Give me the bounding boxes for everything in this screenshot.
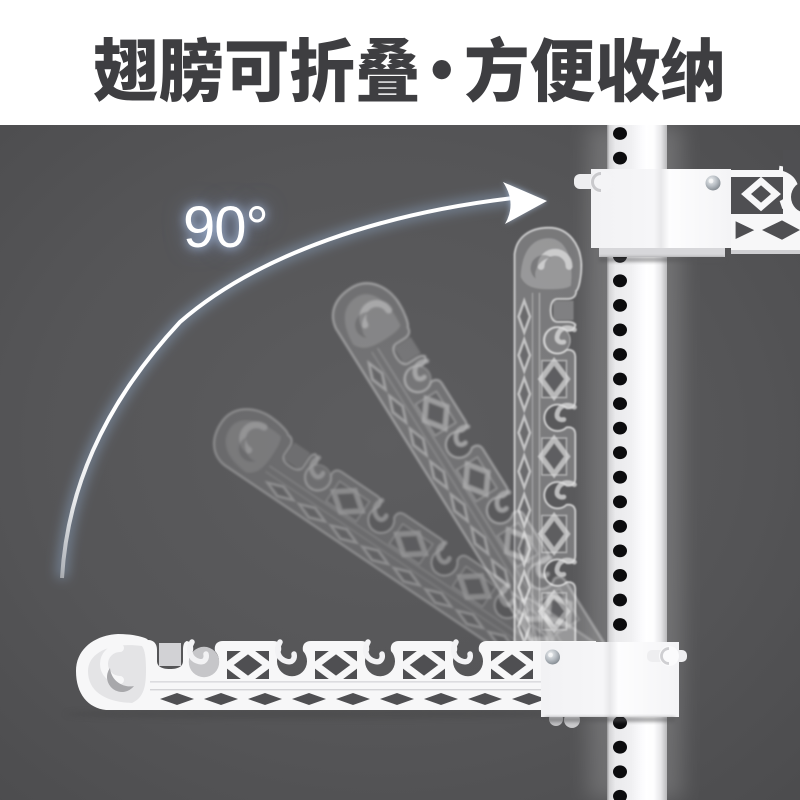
svg-text:90°: 90° — [183, 195, 268, 260]
